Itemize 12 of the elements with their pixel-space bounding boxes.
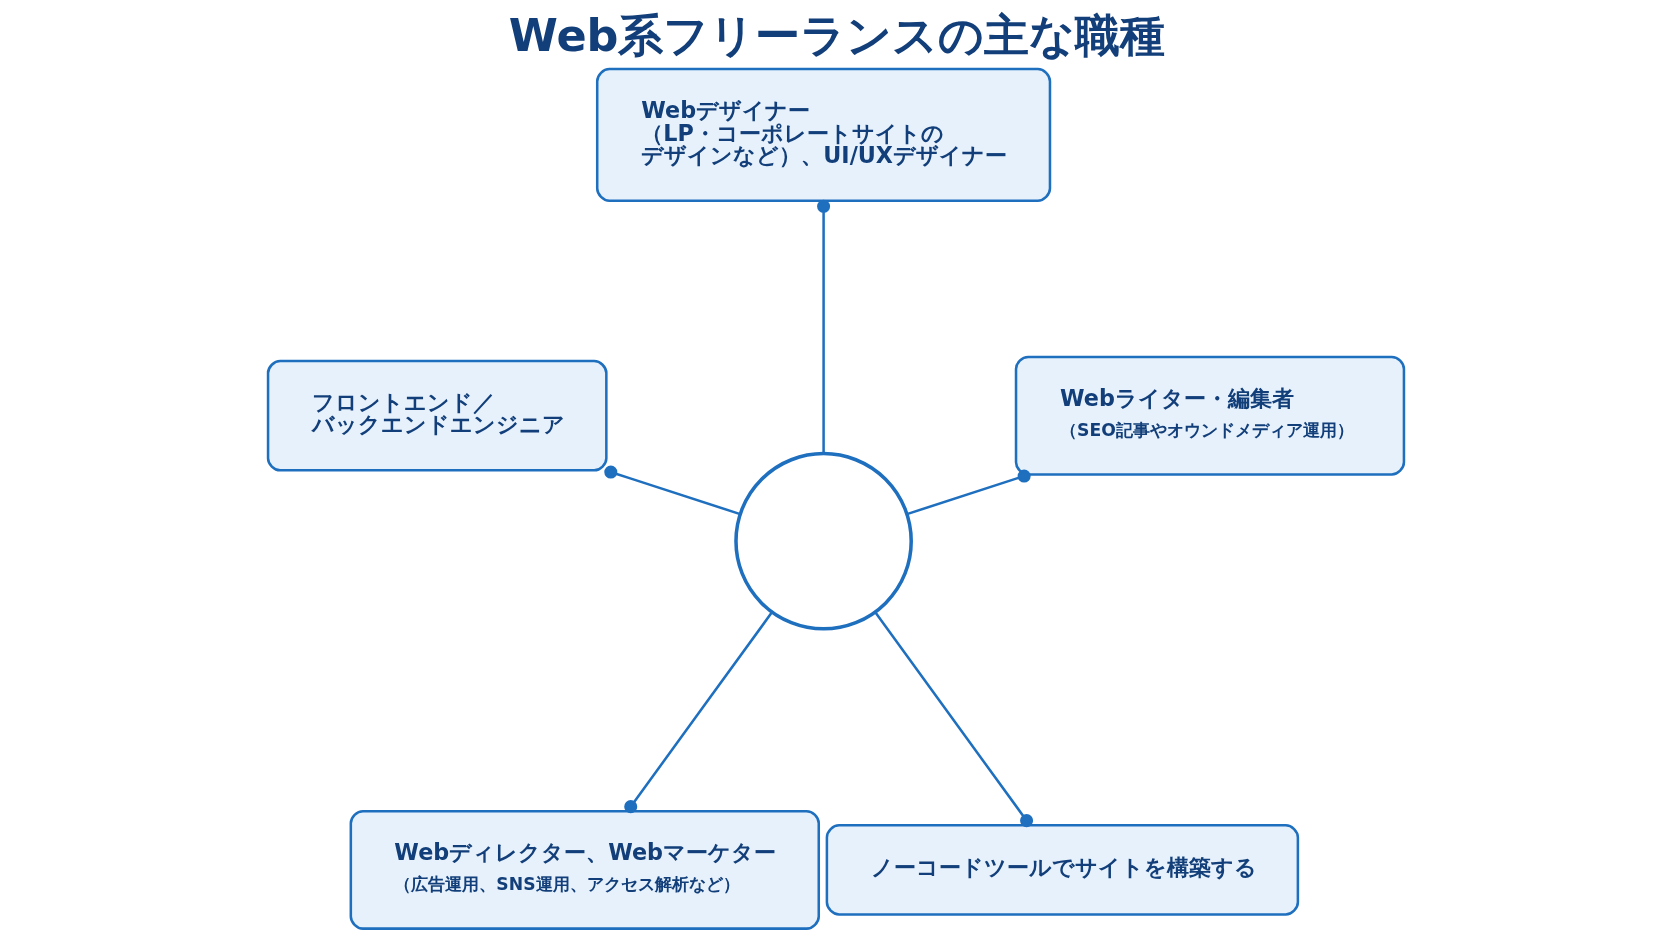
node-circle xyxy=(734,451,913,631)
connector xyxy=(604,465,741,516)
connector xyxy=(817,199,831,454)
connector xyxy=(906,469,1031,516)
connector xyxy=(624,611,774,814)
diagram-title: Web系フリーランスの主な職種 xyxy=(508,10,1166,63)
node-box: ノーコードツールでサイトを構築する xyxy=(825,824,1300,916)
node-box: フロントエンド／バックエンドエンジニア xyxy=(266,359,608,472)
node-box: Webライター・編集者 （SEO記事やオウンドメディア運用） xyxy=(1014,355,1406,476)
node-box: Webデザイナー（LP・コーポレートサイトのデザインなど）、UI/UXデザイナー xyxy=(595,67,1052,203)
connector xyxy=(874,611,1034,828)
node-box: Webディレクター、Webマーケター （広告運用、SNS運用、アクセス解析など） xyxy=(349,809,821,930)
